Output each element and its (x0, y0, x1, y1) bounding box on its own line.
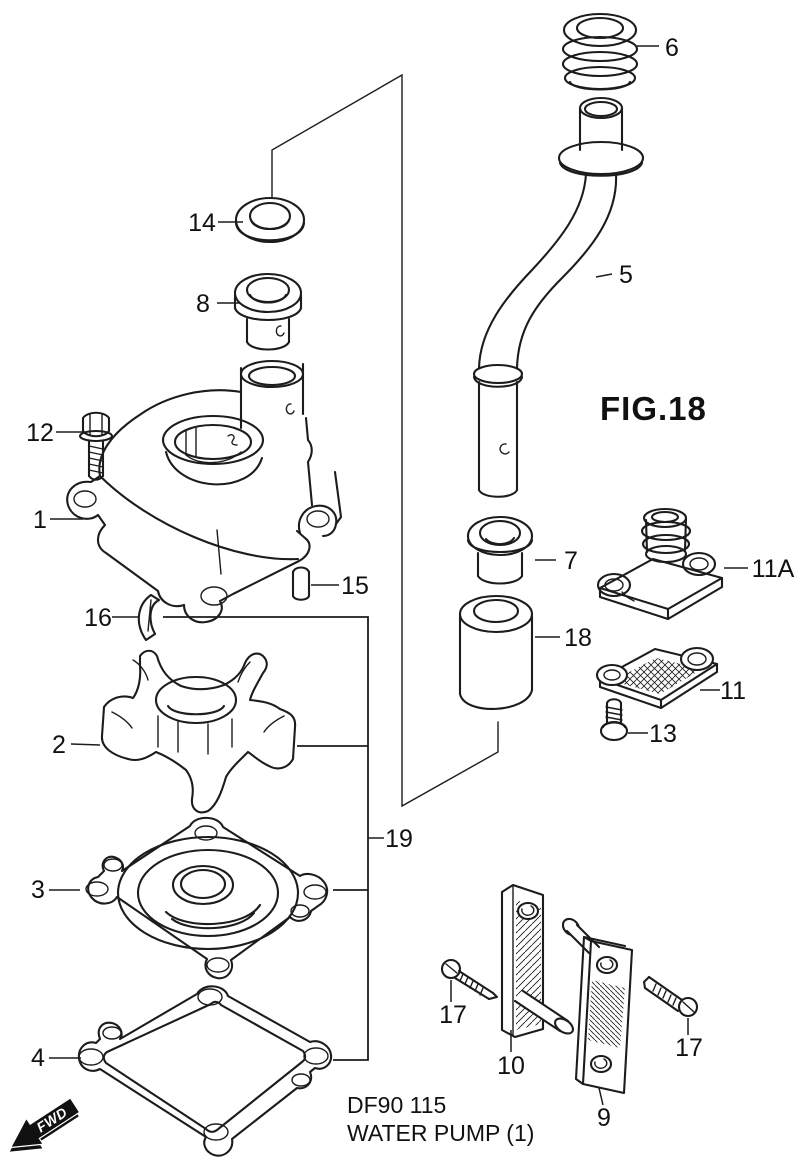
part-8-bushing (233, 272, 303, 351)
part-2-impeller (100, 649, 297, 814)
part-10-strainer-outlet (500, 883, 574, 1039)
part-3-under-panel (85, 816, 329, 980)
callout-leader-lines (49, 45, 748, 1106)
model-text: DF90 115 (347, 1092, 446, 1118)
callout-5: 5 (619, 261, 633, 289)
part-7-seal (466, 515, 534, 585)
part-17-screw-right (642, 975, 699, 1018)
callout-17-left: 17 (439, 1001, 467, 1029)
part-18-water-tube (458, 594, 534, 711)
callout-11: 11 (720, 677, 746, 705)
fwd-direction-badge: FWD (9, 1097, 81, 1152)
part-11-strainer-plate (595, 646, 719, 710)
part-11a-fitting-plate (596, 507, 724, 621)
callout-1: 1 (33, 506, 47, 534)
callout-4: 4 (31, 1044, 45, 1072)
part-16-key (137, 593, 161, 642)
callout-9: 9 (597, 1104, 611, 1132)
callout-labels: 6 5 14 8 12 1 15 16 2 3 4 7 18 19 11A 11… (26, 34, 795, 1132)
part-5-water-pipe (472, 96, 645, 498)
part-9-strainer-inlet (561, 917, 634, 1095)
callout-12: 12 (26, 419, 54, 447)
callout-2: 2 (52, 731, 66, 759)
callout-6: 6 (665, 34, 679, 62)
callout-15: 15 (341, 572, 369, 600)
callout-14: 14 (188, 209, 216, 237)
callout-13: 13 (649, 720, 677, 748)
assembly-axis-line (271, 73, 499, 808)
part-6-water-seal-plug (561, 12, 639, 91)
part-1-pump-case (66, 359, 343, 624)
callout-8: 8 (196, 290, 210, 318)
part-4-gasket (77, 985, 333, 1157)
callout-17-right: 17 (675, 1034, 703, 1062)
figure-number: FIG.18 (600, 390, 707, 427)
part-12-bolt (78, 411, 114, 481)
callout-10: 10 (497, 1052, 525, 1080)
callout-3: 3 (31, 876, 45, 904)
part-15-dowel-pin (291, 566, 311, 601)
fwd-arrow-icon (9, 1097, 81, 1149)
callout-18: 18 (564, 624, 592, 652)
figure-title: WATER PUMP (1) (347, 1120, 534, 1146)
part-13-screw (599, 698, 629, 742)
callout-11a: 11A (752, 555, 795, 583)
part-14-ring-seal (234, 196, 306, 244)
callout-16: 16 (84, 604, 112, 632)
callout-7: 7 (564, 547, 578, 575)
part-17-screw-left (440, 958, 499, 1001)
callout-19: 19 (385, 825, 413, 853)
